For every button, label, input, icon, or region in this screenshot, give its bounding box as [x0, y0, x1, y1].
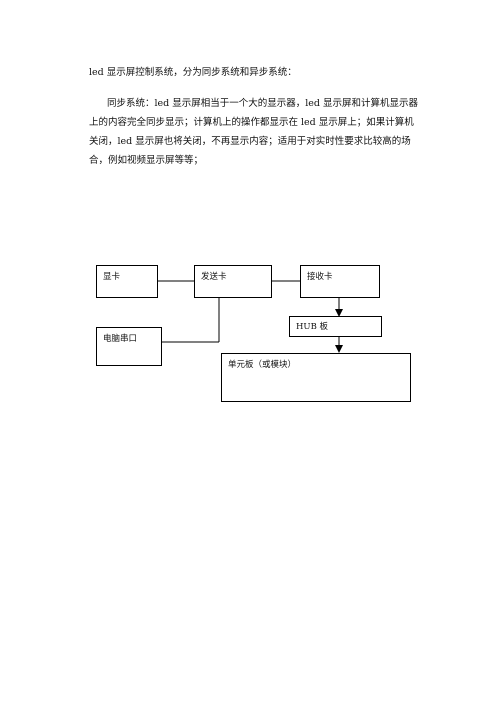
sender-card-box: 发送卡	[194, 265, 272, 298]
serial-port-label: 电脑串口	[103, 334, 138, 344]
hub-board-box: HUB 板	[289, 316, 382, 337]
graphics-card-box: 显卡	[96, 265, 158, 298]
receiver-card-label: 接收卡	[307, 272, 333, 282]
graphics-card-label: 显卡	[103, 272, 121, 282]
serial-port-box: 电脑串口	[96, 327, 162, 366]
hub-board-label: HUB 板	[296, 322, 329, 332]
section-heading: led 显示屏控制系统，分为同步系统和异步系统：	[89, 67, 297, 78]
sync-system-paragraph: 同步系统：led 显示屏相当于一个大的显示器，led 显示屏和计算机显示器上的内…	[89, 98, 419, 166]
receiver-card-box: 接收卡	[300, 265, 380, 298]
unit-board-box: 单元板（或模块）	[221, 353, 411, 402]
unit-board-label: 单元板（或模块）	[228, 360, 297, 370]
sender-card-label: 发送卡	[201, 272, 227, 282]
